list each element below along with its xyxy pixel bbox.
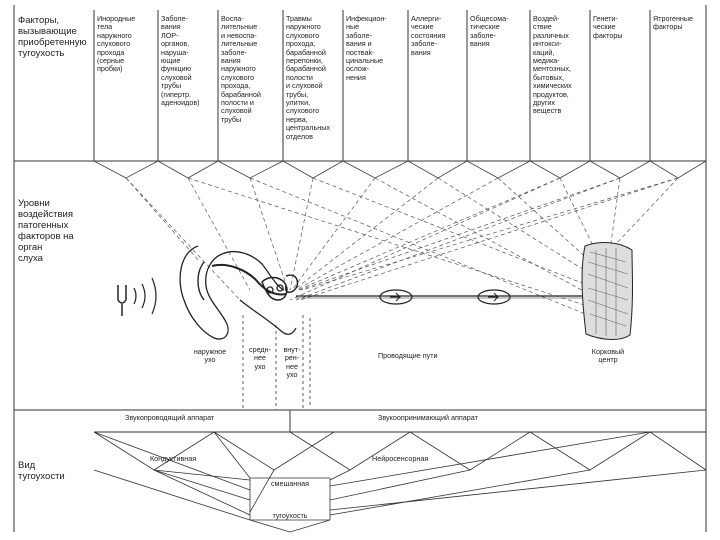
tuning-fork-icon	[117, 285, 127, 316]
factors-header-label: Факторы, вызывающие приобретенную тугоух…	[18, 15, 87, 59]
conductive-label: Кондуктивная	[150, 454, 197, 463]
middle-ear-label: средн- нее ухо	[249, 345, 271, 371]
loss-type-lines	[93, 431, 707, 533]
mixed-label: смешанная	[270, 479, 310, 488]
outer-ear-label: наружное ухо	[193, 347, 227, 365]
inner-ear-label: внут- рен- нее ухо	[283, 345, 301, 380]
factor-somatic: Общесома- тические заболе- вания	[470, 14, 509, 49]
loss-type-label: Вид тугоухости	[18, 460, 65, 482]
factor-intoxications: Воздей- ствие различных интокси- каций, …	[533, 14, 572, 116]
factor-iatrogenic: Ятрогенные факторы	[653, 14, 694, 32]
factor-infections: Инфекцион- ные заболе- вания и постваk- …	[346, 14, 387, 82]
cortex-label: Корковый центр	[591, 347, 625, 365]
hearing-loss-label: тугоухость	[272, 511, 308, 520]
influence-rays	[125, 177, 679, 321]
factor-trauma: Травмы наружного слухового прохода, бара…	[286, 14, 330, 141]
cortex-texture	[587, 248, 629, 336]
auditory-pathway	[296, 289, 585, 305]
perceptive-apparatus-label: Звукоопринимающий аппарат	[378, 413, 478, 422]
factor-allergic: Аллерги- ческие состояния заболе- вания	[411, 14, 446, 57]
factor-ent-diseases: Заболе- вания ЛОР- органов, наруша- ющие…	[161, 14, 200, 108]
level-dividers	[242, 315, 311, 410]
header-zigzag	[93, 160, 707, 179]
factor-genetic: Генети- ческие факторы	[593, 14, 623, 40]
levels-label: Уровни воздействия патогенных факторов н…	[18, 198, 74, 264]
conductive-apparatus-label: Звукопроводящий аппарат	[125, 413, 215, 422]
header-column-dividers	[93, 10, 651, 161]
ear-illustration	[179, 245, 299, 340]
pathways-label: Проводящие пути	[378, 351, 438, 360]
factor-inflammatory-diseases: Воспа- лительные и невоспа- лительные за…	[221, 14, 261, 124]
factor-foreign-bodies: Инородные тела наружного слухового прохо…	[97, 14, 136, 74]
cortex-illustration	[581, 242, 633, 340]
sound-waves-icon	[133, 277, 157, 315]
sensorineural-label: Нейросенсорная	[372, 454, 429, 463]
